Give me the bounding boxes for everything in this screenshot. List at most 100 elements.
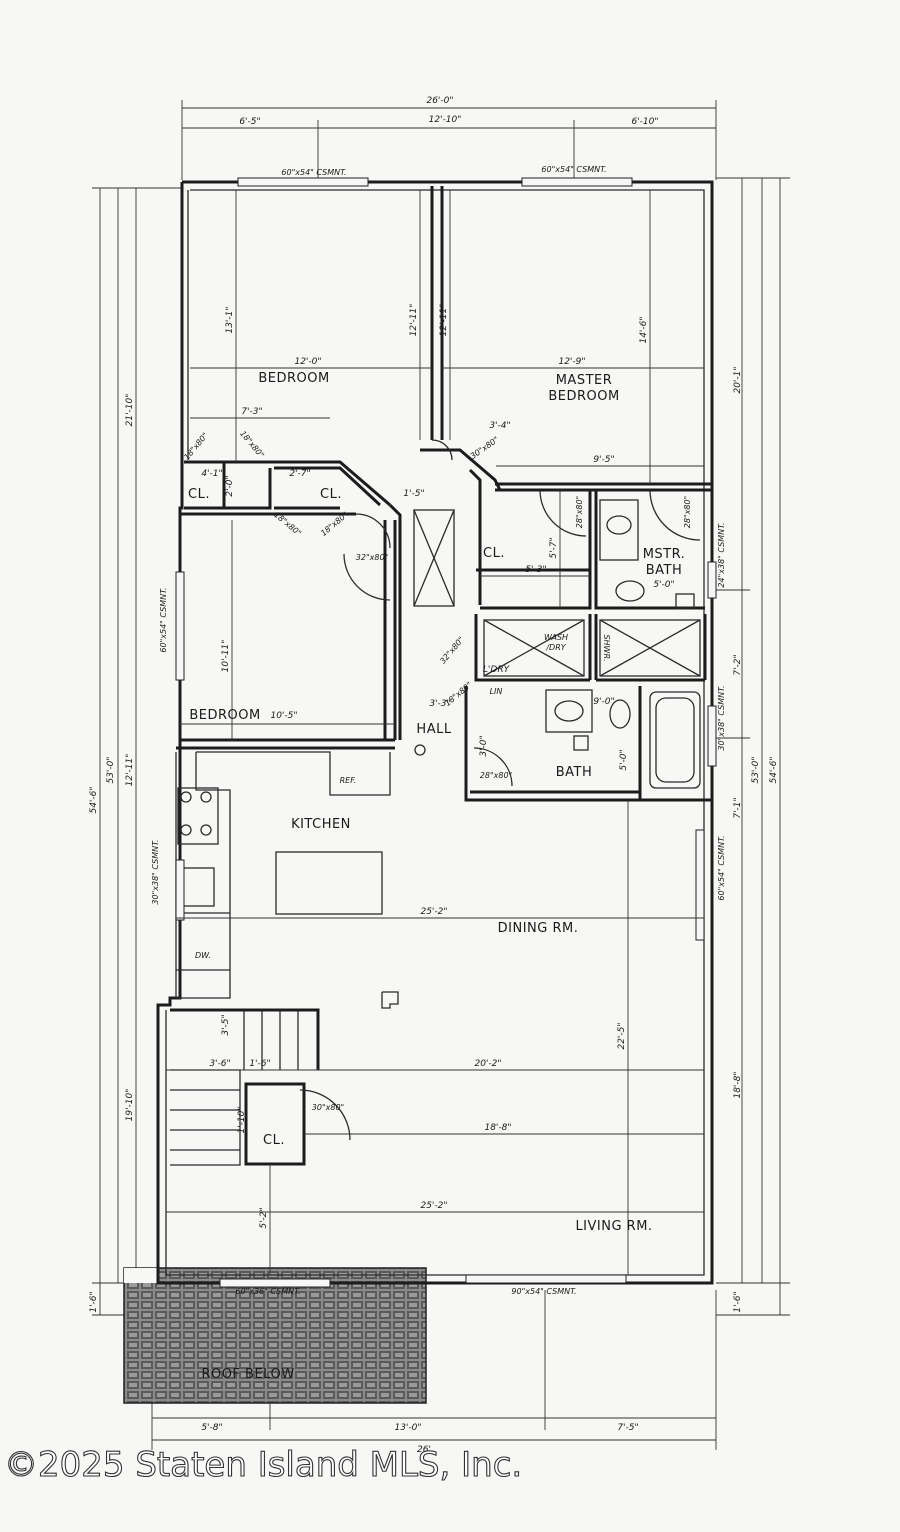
window-right-mbath: 24"x38" CSMNT. <box>717 522 726 587</box>
dim-stairs-w: 20'-2" <box>474 1059 501 1069</box>
dim-cl-18-8: 18'-8" <box>484 1123 511 1133</box>
dim-2-0: 2'-0" <box>225 475 235 496</box>
stair-closet <box>244 1082 306 1166</box>
dim-bed1-h: 13'-1" <box>225 306 235 333</box>
door-6: 30"x80" <box>469 435 501 461</box>
room-bedroom-2: BEDROOM <box>189 708 260 723</box>
room-dining: DINING RM. <box>498 921 579 936</box>
room-wash-dry-1: WASH <box>544 633 568 642</box>
dim-9-0: 9'-0" <box>593 697 614 707</box>
dim-bath-9-5: 9'-5" <box>593 455 614 465</box>
dim-bot-right: 7'-5" <box>617 1423 638 1433</box>
room-wash-dry-2: /DRY <box>545 643 566 652</box>
label-dishwasher: DW. <box>195 951 211 960</box>
window-right-dining: 60"x54" CSMNT. <box>717 835 726 900</box>
room-living: LIVING RM. <box>575 1219 652 1234</box>
bath-sink <box>545 689 593 733</box>
door-8: 28"x80" <box>683 496 692 528</box>
dim-dining-h: 22'-5" <box>617 1022 627 1049</box>
window-top-left: 60"x54" CSMNT. <box>281 168 346 177</box>
dim-stair-1-6: 1'-6" <box>249 1059 270 1069</box>
dim-right-53: 53'-0" <box>751 756 761 783</box>
dim-5-7: 5'-7" <box>549 537 559 558</box>
dim-3-4: 3'-4" <box>489 421 510 431</box>
door-10: 28"x80" <box>480 771 512 780</box>
window-marks <box>175 177 717 1288</box>
bathtub <box>649 691 701 789</box>
dim-stair-3-6: 3'-6" <box>209 1059 230 1069</box>
top-dimensions: 26'-0" 6'-5" 12'-10" 6'-10" <box>181 96 717 180</box>
dim-left-53: 53'-0" <box>106 756 116 783</box>
shower <box>599 619 701 677</box>
window-bottom-right: 90"x54" CSMNT. <box>511 1287 576 1296</box>
dim-3-3: 3'-3" <box>429 699 450 709</box>
dim-bed1-h2: 12'-11" <box>409 304 419 337</box>
dim-top-right: 6'-10" <box>631 117 658 127</box>
dim-right-18: 18'-8" <box>733 1071 743 1098</box>
dim-1-10: 1'-10" <box>237 1106 247 1133</box>
dim-master-w: 12'-9" <box>558 357 585 367</box>
label-refrigerator: REF. <box>340 776 357 785</box>
door-1: 18"x80" <box>182 431 210 462</box>
room-mstr-bath-line1: MSTR. <box>643 547 686 562</box>
dim-5-3: 5'-3" <box>525 565 546 575</box>
dim-5-0: 5'-0" <box>653 580 674 590</box>
room-master-line1: MASTER <box>556 373 613 388</box>
dim-left-1-6: 1'-6" <box>89 1291 99 1312</box>
dim-right-7-2: 7'-2" <box>733 654 743 675</box>
window-top-right: 60"x54" CSMNT. <box>541 165 606 174</box>
room-laundry: L'DRY <box>483 665 511 675</box>
kitchen-island <box>275 851 383 915</box>
interior-dimension-lines <box>166 190 704 1275</box>
watermark: ©2025 Staten Island MLS, Inc. <box>4 1445 522 1485</box>
dim-left-19: 19'-10" <box>125 1089 135 1122</box>
left-dimensions: 54'-6" 53'-0" 21'-10" 12'-11" 19'-10" 1'… <box>89 187 182 1316</box>
dim-left-21: 21'-10" <box>125 394 135 427</box>
door-5: 32"x80" <box>356 553 388 562</box>
dim-3-0: 3'-0" <box>479 735 489 756</box>
room-mstr-bath-line2: BATH <box>646 563 683 578</box>
room-linen: LIN <box>490 687 503 696</box>
dim-7-3: 7'-3" <box>241 407 262 417</box>
dim-stair-3-5: 3'-5" <box>221 1014 231 1035</box>
dim-dining-w: 25'-2" <box>420 907 447 917</box>
dim-bed2-h: 10'-11" <box>221 640 231 673</box>
bath-toilet <box>609 699 631 729</box>
room-closet-1: CL. <box>188 487 210 502</box>
dim-left-12: 12'-11" <box>125 754 135 787</box>
dim-left-overall: 54'-6" <box>89 786 99 813</box>
exterior-walls <box>156 180 714 1285</box>
dim-bed2-w: 10'-5" <box>270 711 297 721</box>
room-bath: BATH <box>556 765 593 780</box>
dim-bed1-w: 12'-0" <box>294 357 321 367</box>
room-labels: BEDROOM MASTER BEDROOM BEDROOM CL. CL. C… <box>188 371 685 1382</box>
room-closet-3: CL. <box>483 546 505 561</box>
door-11: 30"x80" <box>312 1103 344 1112</box>
window-left-kitchen: 30"x38" CSMNT. <box>151 839 160 904</box>
room-hall: HALL <box>416 722 451 737</box>
room-kitchen: KITCHEN <box>291 817 351 832</box>
master-sink <box>599 499 639 561</box>
dim-cl-4-1: 4'-1" <box>201 469 222 479</box>
door-9: 32"x80" <box>438 635 466 666</box>
dim-master-h2: 12'-11" <box>439 304 449 337</box>
dim-overall-width: 26'-0" <box>426 96 453 106</box>
window-labels: 60"x54" CSMNT. 60"x54" CSMNT. 60"x54" CS… <box>151 165 726 1296</box>
dim-right-20: 20'-1" <box>733 366 743 393</box>
dim-living-5-2: 5'-2" <box>259 1207 269 1228</box>
dim-right-7-1: 7'-1" <box>733 797 743 818</box>
dim-master-h: 14'-6" <box>639 316 649 343</box>
window-left-bed2: 60"x54" CSMNT. <box>159 587 168 652</box>
dim-bot-mid: 13'-0" <box>394 1423 421 1433</box>
dim-top-mid: 12'-10" <box>429 115 462 125</box>
dim-right-overall: 54'-6" <box>769 756 779 783</box>
dim-right-1-6: 1'-6" <box>733 1291 743 1312</box>
room-dimension-text: 12'-0" 13'-1" 12'-11" 12'-9" 14'-6" 12'-… <box>201 304 674 1229</box>
dim-top-left: 6'-5" <box>239 117 260 127</box>
door-7: 28"x80" <box>575 496 584 528</box>
room-closet-4: CL. <box>263 1133 285 1148</box>
room-roof-below: ROOF BELOW <box>201 1367 294 1382</box>
room-closet-2: CL. <box>320 487 342 502</box>
door-2: 18"x80" <box>238 429 266 460</box>
